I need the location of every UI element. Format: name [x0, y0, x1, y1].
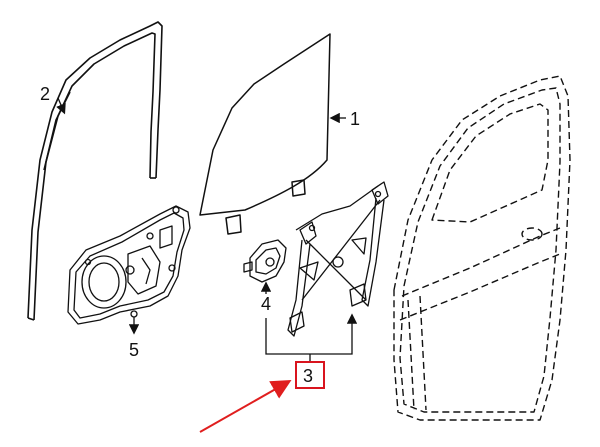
- window-regulator-icon: [287, 181, 389, 337]
- callout-4-label: 4: [261, 294, 271, 314]
- regulator-motor-icon: [243, 239, 287, 294]
- callout-1-label: 1: [350, 109, 360, 129]
- callout-5-label: 5: [129, 340, 139, 360]
- door-glass-icon: [199, 33, 331, 235]
- highlight-box: [295, 361, 325, 389]
- pointer-arrow-icon: [199, 380, 292, 433]
- callout-3-label: 3: [303, 366, 313, 386]
- callout-2-label: 2: [40, 84, 50, 104]
- door-shell-dashed-icon: [393, 75, 571, 421]
- glass-run-channel-icon: [27, 21, 163, 321]
- leader-lines: [56, 97, 358, 362]
- door-module-panel-icon: [67, 205, 191, 335]
